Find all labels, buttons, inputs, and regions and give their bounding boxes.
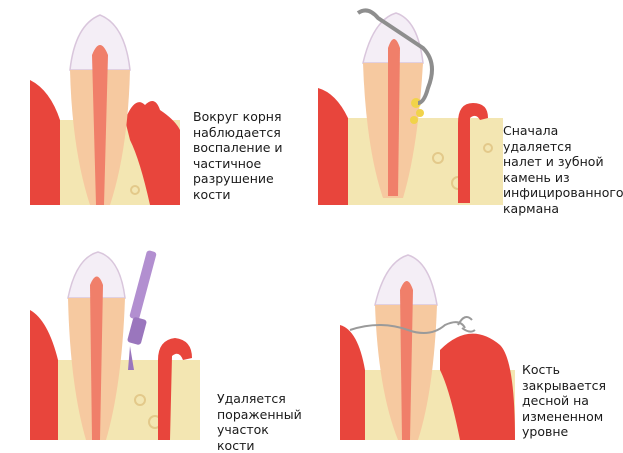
panel-2: Сначала удаляется налет и зубной камень …: [300, 0, 623, 215]
tooth-pulp: [388, 39, 400, 196]
tooth-bone-removal-diagram: [30, 250, 200, 440]
panel-1-caption: Вокруг корня наблюдается воспаление и ча…: [193, 109, 298, 202]
panel-4-caption: Кость закрывается десной на измененном у…: [522, 362, 620, 440]
gum-left: [340, 325, 365, 440]
panel-2-caption: Сначала удаляется налет и зубной камень …: [503, 123, 621, 216]
bone-chisel: [129, 250, 157, 320]
bone-chisel-grip: [127, 317, 147, 346]
tooth-inflamed-diagram: [30, 10, 180, 205]
bone-chisel-tip: [128, 346, 134, 370]
tooth-suture-diagram: [340, 250, 515, 440]
panel-3: Удаляется пораженный участок кости: [0, 215, 300, 440]
panel-4: Кость закрывается десной на измененном у…: [300, 215, 623, 440]
panel-1-illustration: [30, 10, 180, 205]
panel-2-illustration: [318, 8, 503, 205]
tooth-scaling-diagram: [318, 8, 503, 205]
gum-left: [318, 88, 348, 205]
gum-left: [30, 310, 58, 440]
gum-left: [30, 80, 60, 205]
panel-4-illustration: [340, 250, 515, 440]
panel-3-illustration: [30, 250, 200, 440]
panel-3-caption: Удаляется пораженный участок кости: [217, 391, 307, 453]
panel-1: Вокруг корня наблюдается воспаление и ча…: [0, 0, 300, 215]
